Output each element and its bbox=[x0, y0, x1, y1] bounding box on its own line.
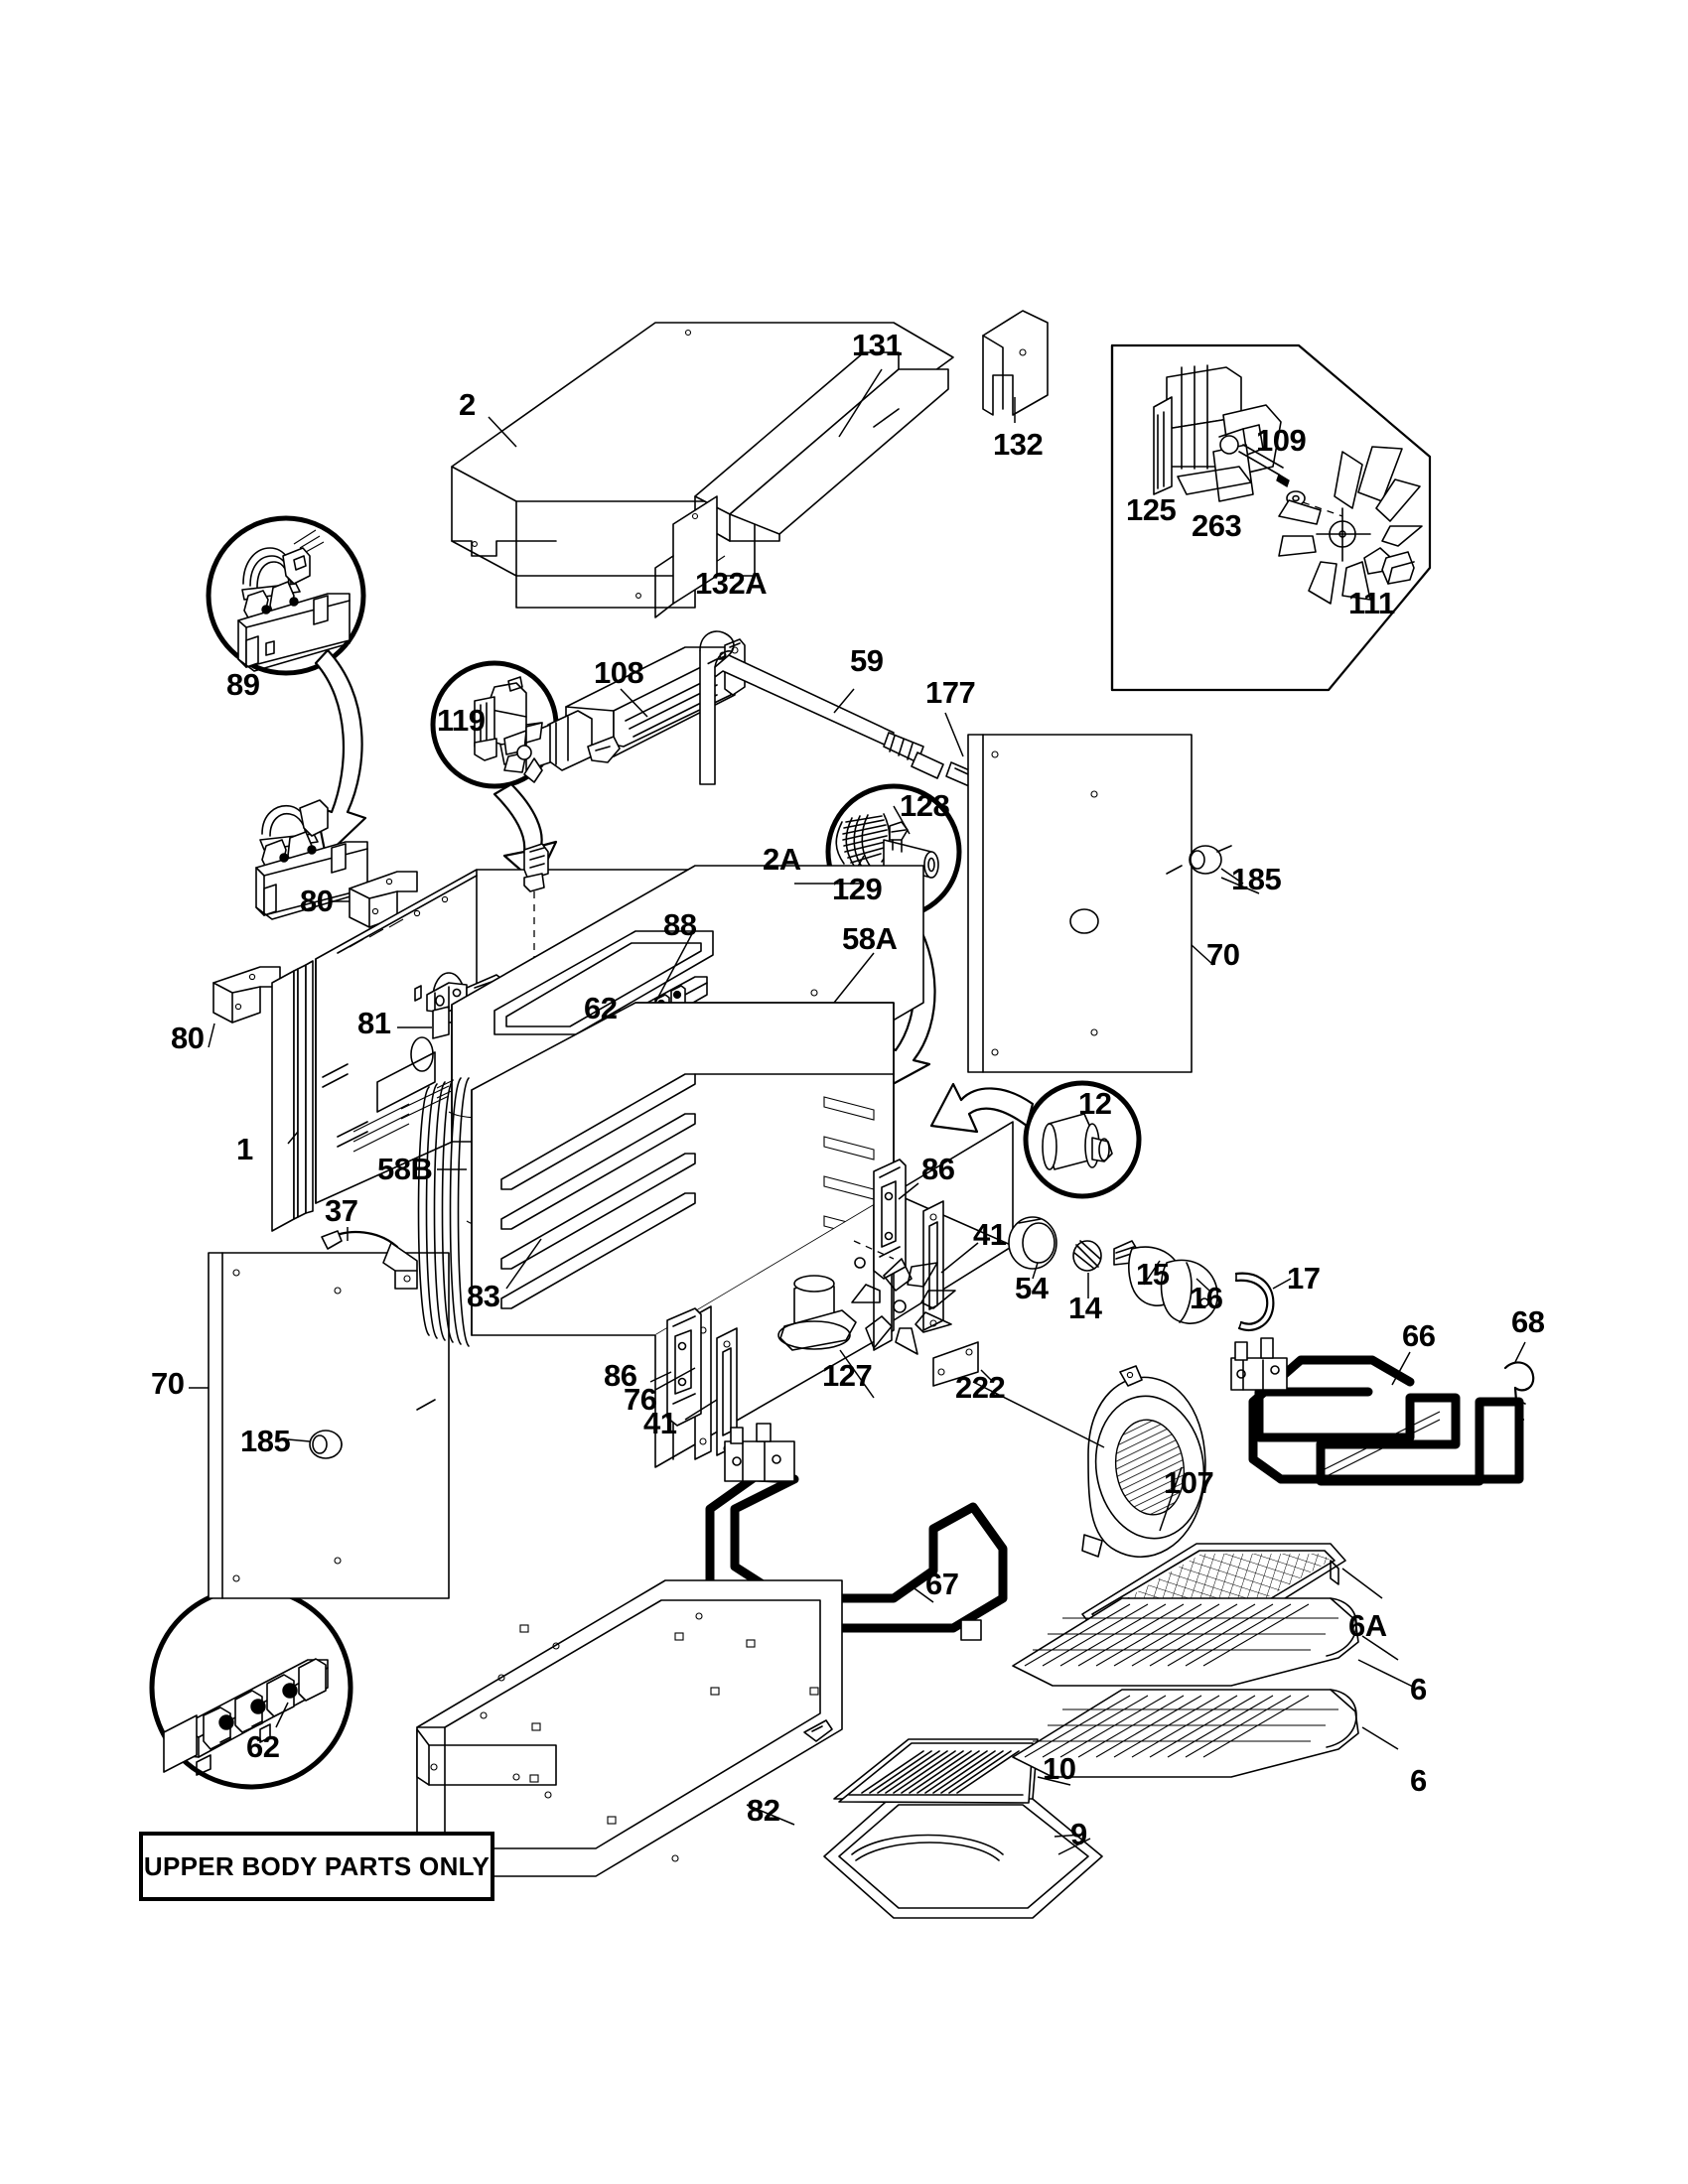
part-127-convection-fan-hub bbox=[777, 1275, 857, 1351]
note-box: UPPER BODY PARTS ONLY bbox=[139, 1832, 494, 1901]
part-label: 185 bbox=[1231, 862, 1282, 896]
part-131-top-rail bbox=[694, 351, 949, 542]
part-label: 2A bbox=[763, 842, 801, 877]
part-185-grommet-right bbox=[1189, 845, 1232, 875]
callout-label: 129 bbox=[832, 872, 883, 906]
part-1-front-frame bbox=[271, 960, 314, 1232]
part-label: 58A bbox=[842, 921, 898, 956]
part-37-temperature-probe bbox=[321, 1230, 418, 1290]
part-label: 67 bbox=[925, 1567, 959, 1601]
part-label: 6 bbox=[1410, 1672, 1427, 1706]
part-label: 41 bbox=[973, 1217, 1007, 1252]
part-label: 131 bbox=[852, 328, 903, 362]
part-label: 70 bbox=[151, 1366, 185, 1401]
part-label: 127 bbox=[822, 1358, 873, 1393]
inset-part-label: 263 bbox=[1192, 508, 1242, 543]
part-label: 62 bbox=[584, 991, 618, 1025]
part-54-lamp-gasket bbox=[1008, 1216, 1057, 1270]
part-label: 58B bbox=[377, 1152, 433, 1186]
part-label: 17 bbox=[1287, 1261, 1321, 1296]
inset-part-label: 125 bbox=[1126, 492, 1177, 527]
blower-fan-blades bbox=[503, 722, 543, 783]
part-14-lamp-socket bbox=[1072, 1240, 1102, 1272]
part-label: 16 bbox=[1190, 1281, 1223, 1315]
part-107-convection-fan-cover bbox=[1081, 1365, 1206, 1559]
oven-lamp-assembly bbox=[1008, 1216, 1292, 1332]
part-17-lens-retainer-clip bbox=[1234, 1272, 1275, 1332]
callout-label: 119 bbox=[437, 703, 486, 738]
part-66-broil-element bbox=[1230, 1337, 1524, 1486]
part-label: 132 bbox=[993, 427, 1044, 462]
part-label: 37 bbox=[325, 1193, 358, 1228]
part-222-mounting-plate bbox=[932, 1341, 979, 1387]
convection-motor-inset-frame bbox=[1110, 343, 1432, 692]
part-10-broiler-pan-insert bbox=[833, 1738, 1039, 1804]
callout-89-detail bbox=[206, 515, 366, 676]
part-label: 222 bbox=[955, 1370, 1006, 1405]
part-6-oven-rack-upper bbox=[1012, 1597, 1359, 1687]
part-119-installed bbox=[523, 843, 549, 892]
part-label: 6A bbox=[1348, 1608, 1387, 1643]
part-label: 86 bbox=[604, 1358, 637, 1393]
lead-lines bbox=[488, 368, 1416, 1855]
part-6-oven-rack-lower bbox=[1012, 1689, 1359, 1778]
in-cavity-fan-blade bbox=[851, 1258, 956, 1355]
part-125-convection-motor bbox=[1153, 364, 1282, 502]
part-80-lower-bracket bbox=[212, 966, 281, 1024]
part-label: 86 bbox=[921, 1152, 955, 1186]
part-132A-bracket bbox=[654, 495, 718, 618]
part-label: 70 bbox=[1206, 937, 1240, 972]
part-111-fan-nut bbox=[1381, 551, 1415, 585]
part-label: 82 bbox=[747, 1793, 780, 1828]
part-label: 80 bbox=[300, 884, 334, 918]
callout-label: 62 bbox=[246, 1729, 280, 1764]
part-label: 107 bbox=[1164, 1465, 1214, 1500]
part-label: 108 bbox=[594, 655, 644, 690]
part-label: 177 bbox=[925, 675, 976, 710]
part-label: 9 bbox=[1070, 1817, 1087, 1851]
part-label: 15 bbox=[1136, 1257, 1170, 1292]
part-label: 83 bbox=[467, 1279, 500, 1313]
part-label: 2 bbox=[459, 387, 476, 422]
part-label: 81 bbox=[357, 1006, 391, 1040]
part-109-convection-fan-blade bbox=[1278, 446, 1423, 605]
part-label: 6 bbox=[1410, 1763, 1427, 1798]
callout-12-detail bbox=[1023, 1080, 1142, 1199]
part-70-right-side-panel bbox=[967, 734, 1193, 1073]
part-label: 14 bbox=[1068, 1291, 1102, 1325]
part-16-lamp-lens bbox=[1160, 1259, 1218, 1324]
part-80-upper-assembly bbox=[255, 799, 418, 928]
part-label: 59 bbox=[850, 643, 884, 678]
part-9-broiler-pan bbox=[823, 1794, 1103, 1919]
note-label: UPPER BODY PARTS ONLY bbox=[143, 1850, 491, 1881]
part-132-bracket bbox=[982, 310, 1049, 416]
callout-62-detail bbox=[149, 1585, 353, 1790]
part-86-hinge-receiver-upper bbox=[873, 1159, 907, 1280]
callout-label: 128 bbox=[900, 788, 950, 823]
part-label: 54 bbox=[1015, 1271, 1049, 1305]
part-label: 1 bbox=[236, 1132, 253, 1166]
part-label: 66 bbox=[1402, 1318, 1436, 1353]
part-185-grommet-left bbox=[309, 1430, 343, 1459]
inset-part-label: 111 bbox=[1348, 586, 1395, 620]
part-label: 132A bbox=[695, 566, 768, 601]
part-68-element-retainer bbox=[1503, 1361, 1535, 1422]
arrow-12 bbox=[929, 1082, 1035, 1134]
part-59-vent-tube bbox=[699, 630, 944, 785]
part-label: 88 bbox=[663, 907, 697, 942]
part-label: 76 bbox=[624, 1382, 657, 1417]
callout-label: 89 bbox=[226, 667, 260, 702]
part-label: 185 bbox=[240, 1424, 291, 1458]
part-2-outer-top-wrapper bbox=[451, 322, 954, 609]
part-86-hinge-receiver-lower bbox=[666, 1307, 702, 1427]
part-label: 10 bbox=[1043, 1751, 1076, 1786]
inset-part-label: 109 bbox=[1256, 423, 1307, 458]
callout-label: 12 bbox=[1078, 1086, 1112, 1121]
part-label: 68 bbox=[1511, 1304, 1545, 1339]
part-label: 41 bbox=[643, 1406, 677, 1440]
part-label: 80 bbox=[171, 1021, 205, 1055]
part-41-rack-guide-right bbox=[922, 1200, 944, 1331]
